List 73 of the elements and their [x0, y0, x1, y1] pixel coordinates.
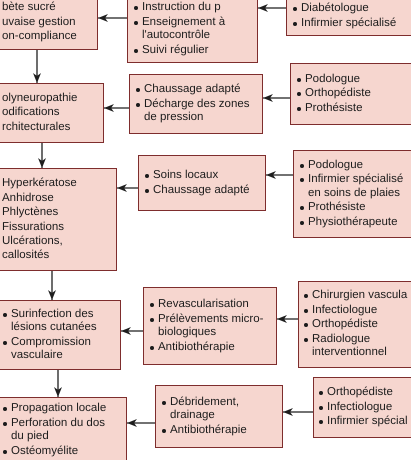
bullet-point: Orthopédiste — [318, 386, 393, 400]
arrow — [127, 419, 155, 427]
arrow — [33, 50, 41, 83]
process-box — [0, 0, 98, 50]
bullet-point: Débridement, drainage — [161, 396, 274, 423]
bullet-point: Chaussage adapté — [144, 184, 250, 197]
bullet-point: Enseignement à l'autocontrôle — [133, 16, 252, 42]
process-box — [0, 168, 117, 271]
item-text: Anhidrose — [2, 192, 54, 205]
arrow — [104, 104, 129, 112]
bullet-point: Infectiologue — [318, 400, 392, 414]
arrow — [38, 143, 46, 168]
arrow — [121, 327, 143, 335]
process-box — [129, 74, 263, 134]
item-text: uvaise gestion — [2, 16, 76, 29]
process-box — [0, 83, 104, 143]
process-box — [293, 150, 411, 238]
bullet-point: Prothésiste — [299, 201, 366, 215]
item-text: bète sucré — [2, 1, 56, 14]
process-box — [155, 385, 283, 448]
item-text: olyneuropathie — [2, 92, 78, 106]
process-box — [286, 0, 411, 36]
bullet-point: Radiologue interventionnel — [303, 332, 409, 360]
bullet-point: Décharge des zones de pression — [135, 98, 257, 125]
bullet-point: Orthopédiste — [296, 87, 371, 101]
process-box — [143, 287, 277, 365]
arrow — [258, 4, 286, 12]
bullet-point: Instruction du p — [133, 1, 221, 14]
bullet-point: Ostéomyélite — [2, 444, 78, 458]
bullet-point: Orthopédiste — [303, 318, 378, 332]
bullet-point: Infirmier spécialisé — [292, 16, 396, 30]
bullet-point: Infectiologue — [303, 304, 378, 318]
bullet-point: Infirmier spécialisé en soins de plaies — [299, 173, 410, 200]
arrow — [263, 94, 290, 102]
item-text: Phlyctènes — [2, 206, 58, 220]
arrow — [54, 370, 62, 397]
bullet-point: Antibiothérapie — [149, 340, 235, 354]
bullet-point: Diabétologue — [292, 2, 369, 16]
process-box — [290, 63, 411, 125]
item-text: on-compliance — [2, 30, 77, 44]
process-box — [0, 300, 121, 370]
bullet-point: Podologue — [296, 72, 360, 86]
bullet-point: Physiothérapeute — [299, 216, 398, 230]
bullet-point: Soins locaux — [144, 169, 218, 182]
process-box — [313, 377, 411, 438]
bullet-point: Prothésiste — [296, 102, 363, 116]
bullet-point: Perforation du dos du pied — [2, 416, 116, 444]
bullet-point: Revascularisation — [149, 298, 249, 312]
bullet-point: Compromission vasculaire — [2, 336, 112, 362]
arrow — [117, 184, 138, 192]
bullet-point: Propagation locale — [2, 402, 106, 416]
arrow — [98, 14, 127, 22]
bullet-point: Suivi régulier — [133, 44, 208, 57]
bullet-point: Chirurgien vascula — [303, 289, 408, 303]
process-box — [0, 397, 127, 460]
process-box — [127, 0, 258, 63]
process-box — [298, 281, 411, 368]
arrow — [277, 315, 298, 323]
item-text: Ulcérations, callosités — [2, 235, 64, 262]
arrow — [283, 408, 313, 416]
bullet-point: Surinfection des lésions cutanées — [2, 308, 112, 334]
bullet-point: Antibiothérapie — [161, 424, 247, 438]
bullet-point: Podologue — [299, 158, 363, 172]
item-text: odifications — [2, 106, 60, 120]
arrow — [266, 171, 293, 179]
bullet-point: Chaussage adapté — [135, 83, 241, 97]
process-box — [138, 155, 266, 211]
bullet-point: Prélèvements micro-biologiques — [149, 312, 271, 340]
item-text: rchitecturales — [2, 120, 70, 134]
item-text: Fissurations — [2, 220, 64, 234]
bullet-point: Infirmier spécial — [318, 415, 408, 429]
arrow — [48, 271, 56, 300]
item-text: Hyperkératose — [2, 177, 77, 190]
